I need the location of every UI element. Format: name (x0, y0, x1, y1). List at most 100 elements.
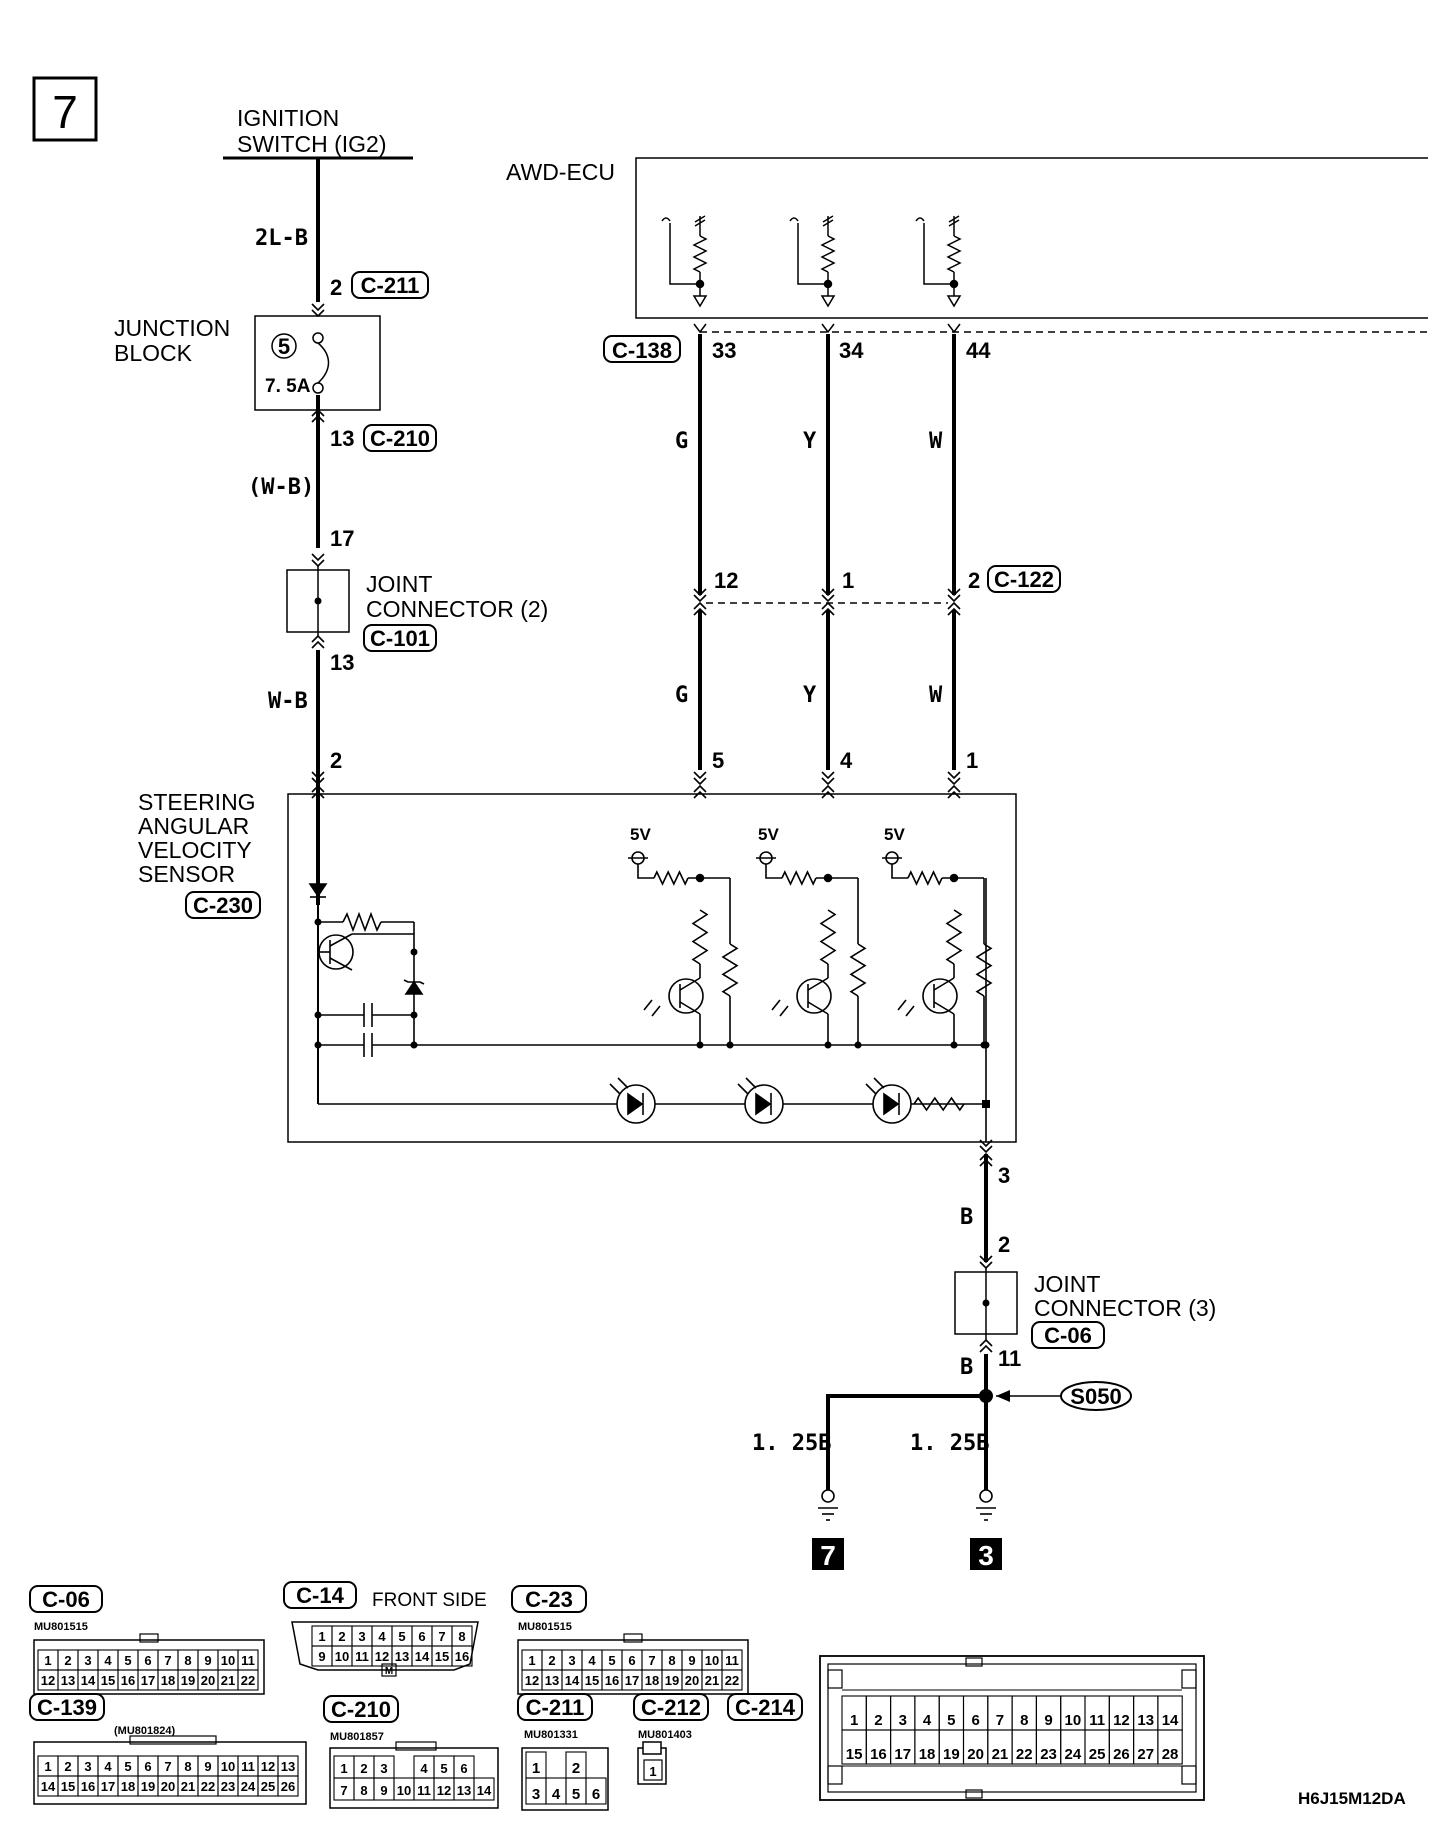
c06-face-pin: 8 (184, 1653, 191, 1668)
c214-face-pin: 28 (1162, 1746, 1179, 1763)
c14-face-pin: 16 (455, 1649, 469, 1664)
c214-face-pin: 14 (1162, 1712, 1179, 1729)
steering-sensor: STEERING ANGULAR VELOCITY SENSOR C-230 2… (138, 748, 1017, 1188)
c139-face-pin: 11 (241, 1759, 255, 1774)
c139-face-pin: 5 (124, 1759, 131, 1774)
ecu-pin-44: 44 (966, 338, 991, 363)
wire-label-y-1: Y (803, 429, 817, 454)
c139-face-pin: 13 (281, 1759, 295, 1774)
wire-label-ground-b-2: B (960, 1355, 973, 1380)
ignition-switch-label-2: SWITCH (IG2) (237, 131, 387, 157)
c214-face-pin: 6 (971, 1712, 979, 1729)
joint-connector-2-label-1: JOINT (366, 571, 432, 597)
ignition-switch: IGNITION SWITCH (IG2) (223, 105, 413, 160)
c212-pin-1: 1 (649, 1764, 656, 1779)
c139-face-pin: 20 (161, 1779, 175, 1794)
ground-ref-7: 7 (820, 1540, 836, 1571)
c14-face-pin: 1 (318, 1629, 325, 1644)
c210-face-pin: 10 (397, 1783, 411, 1798)
led-resistor (913, 1096, 965, 1112)
c23-face-pin: 12 (525, 1673, 539, 1688)
c214-face-pin: 26 (1113, 1746, 1130, 1763)
c210-face-pin: 2 (360, 1761, 367, 1776)
c214-face-pin: 9 (1044, 1712, 1052, 1729)
intermediate-pin-1: 1 (842, 568, 854, 593)
c139-face-pin: 16 (81, 1779, 95, 1794)
c23-part: MU801515 (518, 1621, 572, 1633)
c06-face-pin: 3 (84, 1653, 91, 1668)
c23-face-pin: 3 (568, 1653, 575, 1668)
joint-connector-3-label-2: CONNECTOR (3) (1034, 1295, 1216, 1321)
wire-label-g-1: G (675, 429, 688, 454)
led-3 (865, 1077, 912, 1124)
c210-face-pin: 3 (380, 1761, 387, 1776)
fuse-number: 5 (278, 334, 290, 359)
c214-name: C-214 (735, 1695, 796, 1720)
sensor-vref-2: 5V (758, 825, 779, 844)
c214-face-pin: 12 (1113, 1712, 1130, 1729)
c210-face-pin: 13 (457, 1783, 471, 1798)
c14-face-pin: 13 (395, 1649, 409, 1664)
c210-face-pin: 5 (440, 1761, 447, 1776)
c211-face-pin: 3 (532, 1786, 540, 1803)
c14-face-pin: 14 (415, 1649, 430, 1664)
c210-face-cell (473, 1777, 495, 1801)
wire-label-ground-right: 1. 25B (910, 1431, 989, 1456)
c139-face-pin: 17 (101, 1779, 115, 1794)
awd-ecu: AWD-ECU C-138 33 34 44 (506, 157, 1428, 363)
sensor-led-chain (609, 1077, 990, 1124)
awd-ecu-label: AWD-ECU (506, 159, 615, 185)
c212-part: MU801403 (638, 1729, 692, 1741)
c139-name: C-139 (37, 1695, 97, 1720)
c06-face-pin: 17 (141, 1673, 155, 1688)
c06-face-pin: 10 (221, 1653, 235, 1668)
c23-face-pin: 21 (705, 1673, 719, 1688)
c139-face-pin: 24 (241, 1779, 256, 1794)
c211-name: C-211 (526, 1695, 585, 1720)
c214-face-pin: 21 (992, 1746, 1009, 1763)
c210-face-pin: 6 (460, 1761, 467, 1776)
c23-face-pin: 18 (645, 1673, 659, 1688)
c23-name: C-23 (525, 1587, 573, 1612)
c14-face-pin: 5 (398, 1629, 405, 1644)
c14-name: C-14 (296, 1583, 344, 1608)
c14-face-pin: 8 (458, 1629, 465, 1644)
c214-face-pin: 8 (1020, 1712, 1028, 1729)
c23-face-pin: 9 (688, 1653, 695, 1668)
c214-face-pin: 4 (923, 1712, 932, 1729)
c14-key: M (385, 1666, 393, 1677)
ground-path: B 2 JOINT CONNECTOR (3) C-06 11 B S050 1… (752, 1154, 1216, 1571)
c211-face-pin: 5 (572, 1786, 580, 1803)
c139-face-pin: 1 (44, 1759, 51, 1774)
c14-face-pin: 10 (335, 1649, 349, 1664)
c14-face-pin: 4 (378, 1629, 386, 1644)
ecu-input-3 (915, 215, 962, 334)
sensor-pin-5: 5 (712, 748, 724, 773)
c14-note: FRONT SIDE (372, 1590, 487, 1611)
c139-face-pin: 19 (141, 1779, 155, 1794)
joint-connector-2: 17 JOINT CONNECTOR (2) C-101 13 (286, 526, 548, 675)
ecu-input-2 (789, 215, 836, 334)
c214-face-pin: 27 (1137, 1746, 1154, 1763)
c23-face-pin: 16 (605, 1673, 619, 1688)
intermediate-pin-2: 2 (968, 568, 980, 593)
c06-face-pin: 6 (144, 1653, 151, 1668)
c06-face-pin: 7 (164, 1653, 171, 1668)
c214-face-pin: 15 (846, 1746, 863, 1763)
led-2 (737, 1077, 784, 1124)
c214-face-pin: 18 (919, 1746, 936, 1763)
c210-part: MU801857 (330, 1731, 384, 1743)
wire-label-jc2-out: W-B (268, 689, 308, 714)
sensor-regulator (308, 883, 986, 1105)
joint-connector-3-conn: C-06 (1044, 1323, 1092, 1348)
c23-face-pin: 6 (628, 1653, 635, 1668)
splice-label: S050 (1070, 1384, 1121, 1409)
junction-block-pin-in: 2 (330, 275, 342, 300)
c214-face-pin: 23 (1040, 1746, 1057, 1763)
led-1 (609, 1077, 656, 1124)
c06-face-pin: 1 (44, 1653, 51, 1668)
